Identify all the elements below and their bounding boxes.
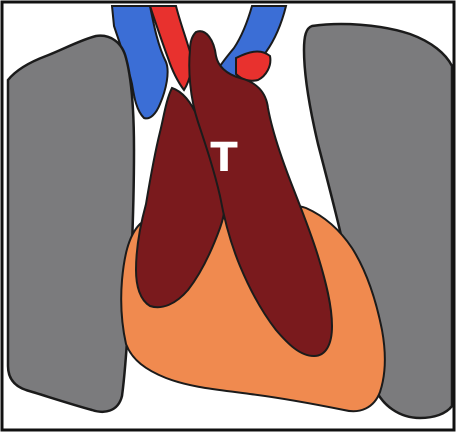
mass-label: T <box>210 135 238 181</box>
left-lung <box>8 36 134 412</box>
